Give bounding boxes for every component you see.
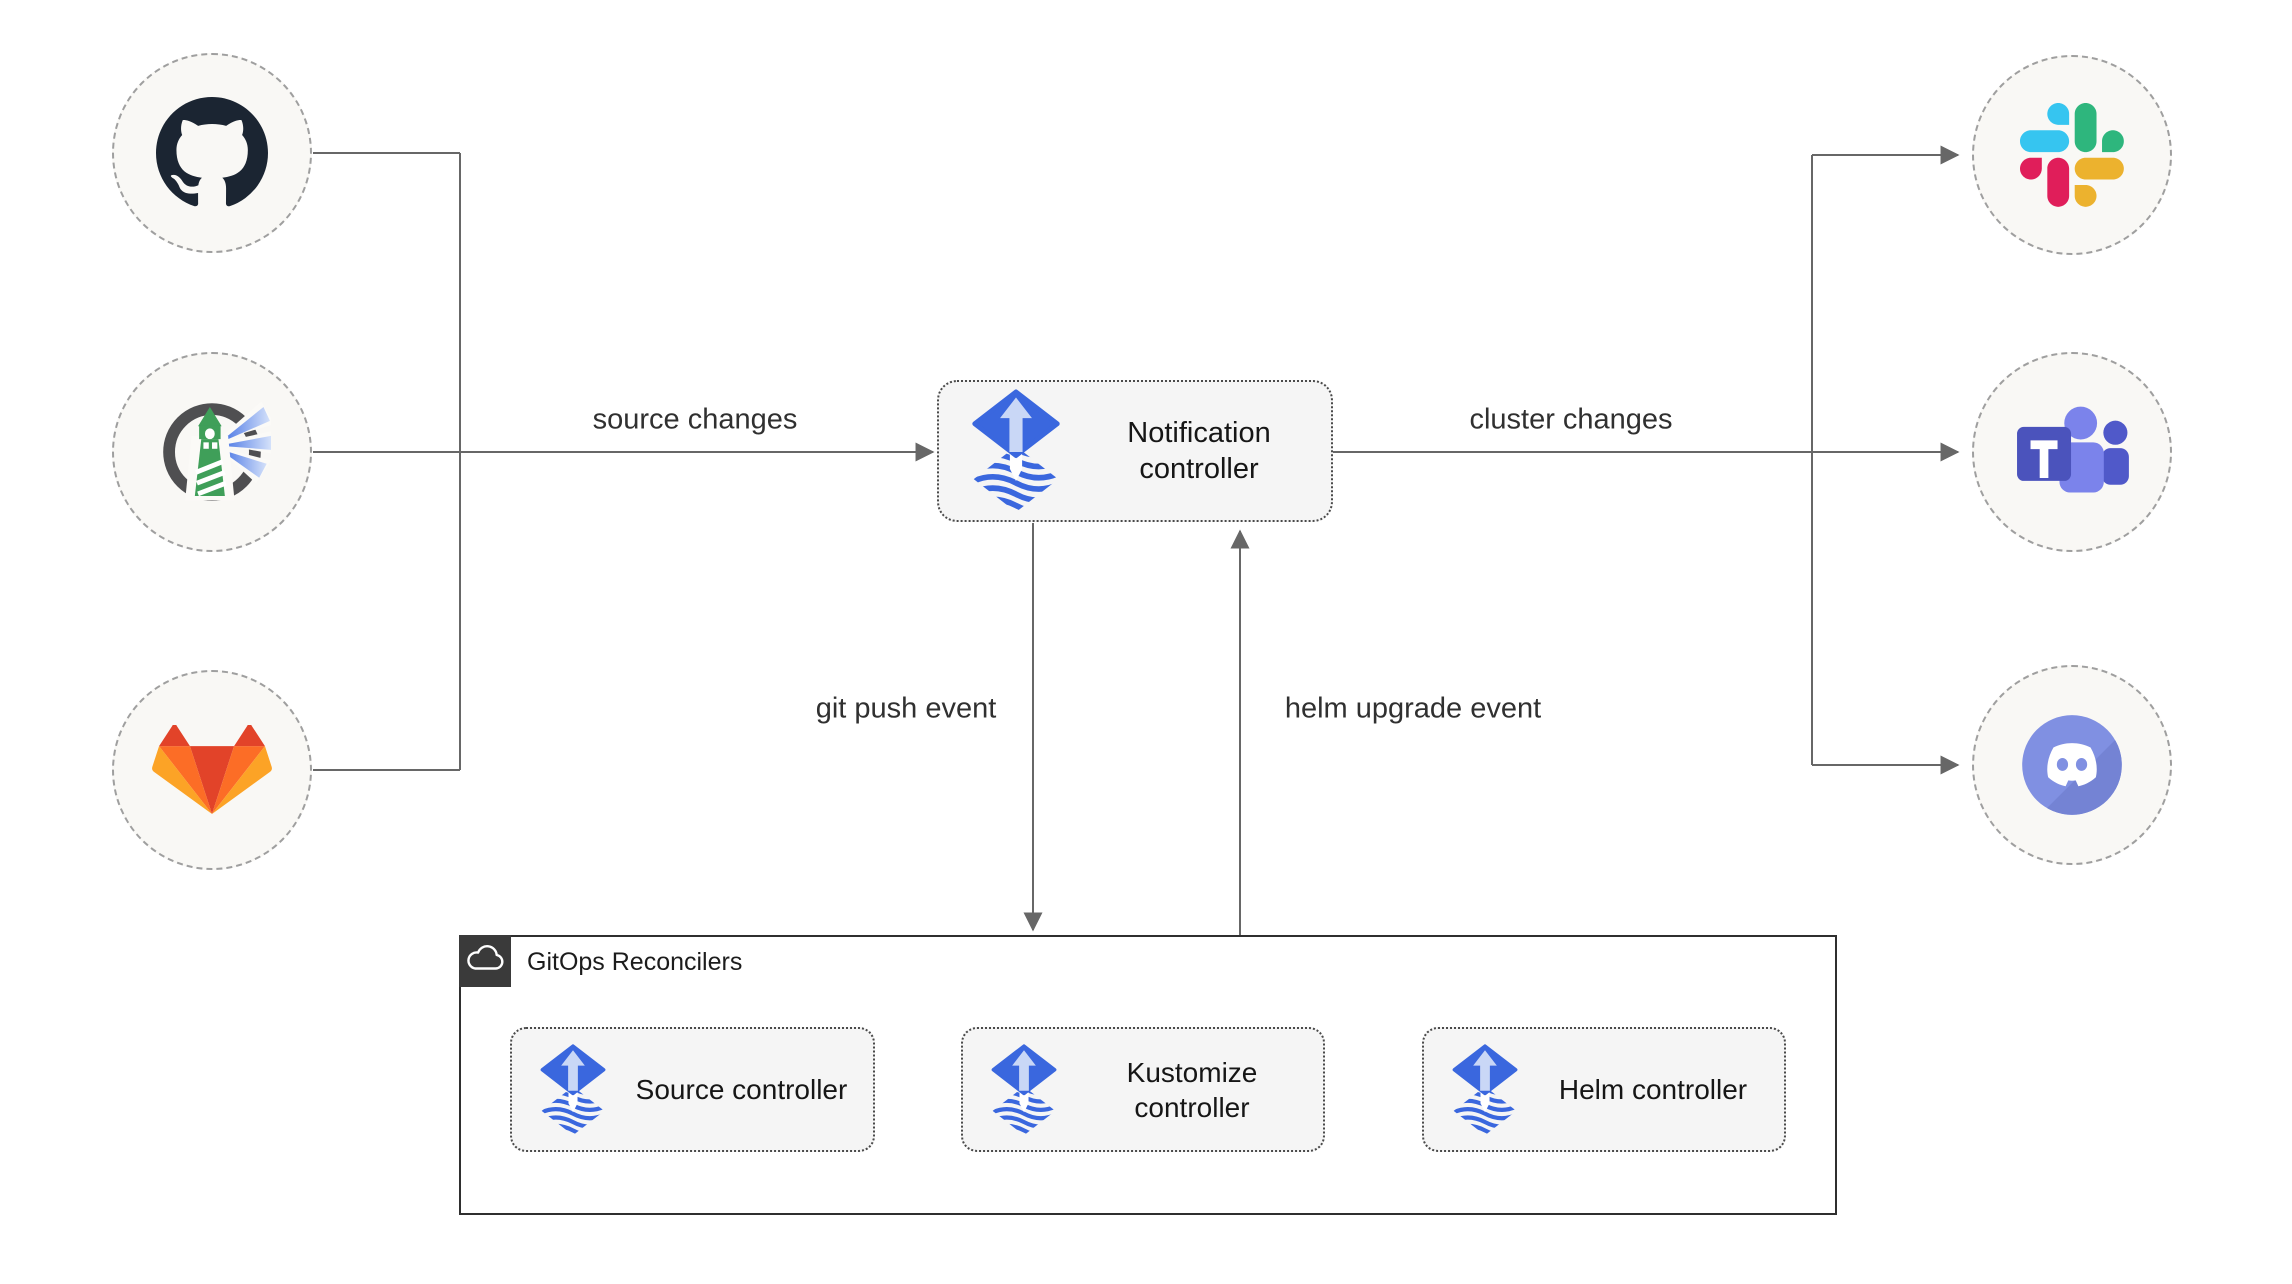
node-source-controller: Source controller: [510, 1027, 875, 1152]
cloud-icon: [459, 935, 511, 987]
flux-icon: [989, 1044, 1059, 1136]
github-icon: [156, 97, 268, 209]
helm-controller-label: Helm controller: [1558, 1074, 1748, 1105]
label-git-push-event: git push event: [811, 692, 1001, 726]
flux-icon: [538, 1044, 608, 1136]
node-gitlab: [112, 670, 312, 870]
label-source-changes: source changes: [588, 403, 802, 437]
source-controller-label: Source controller: [635, 1074, 848, 1105]
label-helm-upgrade-event: helm upgrade event: [1280, 692, 1546, 726]
node-discord: [1972, 665, 2172, 865]
node-harbor: [112, 352, 312, 552]
flux-icon: [969, 389, 1063, 513]
node-slack: [1972, 55, 2172, 255]
slack-icon: [2020, 103, 2124, 207]
node-github: [112, 53, 312, 253]
node-teams: [1972, 352, 2172, 552]
label-cluster-changes: cluster changes: [1465, 403, 1677, 437]
discord-icon: [2019, 712, 2125, 818]
gitops-reconcilers-label: GitOps Reconcilers: [527, 948, 743, 976]
node-kustomize-controller: Kustomize controller: [961, 1027, 1325, 1152]
teams-icon: [2009, 398, 2135, 506]
notification-controller-label: Notification controller: [1127, 417, 1271, 485]
node-helm-controller: Helm controller: [1422, 1027, 1786, 1152]
node-notification-controller: Notification controller: [937, 380, 1333, 522]
kustomize-controller-label: Kustomize controller: [1126, 1056, 1258, 1123]
gitlab-icon: [152, 725, 272, 815]
flux-icon: [1450, 1044, 1520, 1136]
harbor-icon: [153, 393, 271, 511]
